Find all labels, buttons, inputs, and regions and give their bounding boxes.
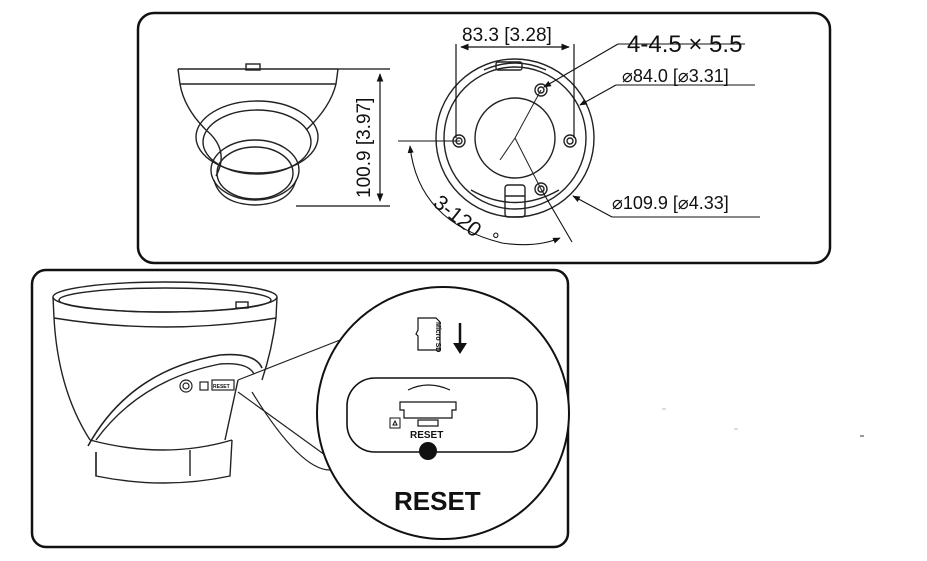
outer-diameter-label: ⌀109.9 [⌀4.33] <box>612 193 729 213</box>
width-label: 83.3 [3.28] <box>462 25 552 46</box>
lock-icon <box>389 417 401 429</box>
micro-sd-label: Micro SD <box>434 322 441 352</box>
side-port-cluster <box>179 379 235 393</box>
hole-leader <box>543 43 745 88</box>
reset-small-label: RESET <box>410 430 443 441</box>
callout-lines <box>237 339 341 471</box>
sd-card-slot <box>399 384 457 427</box>
magnified-callout-circle <box>316 286 570 540</box>
outer-diameter-leader <box>572 195 760 218</box>
dimensions-panel <box>136 11 832 265</box>
height-label: 100.9 [3.97] <box>354 98 375 198</box>
mount-diameter-leader <box>579 84 755 106</box>
micro-sd-card-icon <box>415 317 441 351</box>
side-reset-label: RESET <box>213 384 230 390</box>
hole-label: 4-4.5 × 5.5 <box>627 31 742 58</box>
slot-cover <box>346 377 538 453</box>
camera-base-view <box>435 58 595 218</box>
insert-down-arrow-icon <box>453 323 467 354</box>
camera-dome-perspective <box>52 281 278 484</box>
reset-callout-label: RESET <box>394 486 481 516</box>
camera-side-view <box>177 63 339 206</box>
width-dimension <box>455 43 575 138</box>
mount-diameter-label: ⌀84.0 [⌀3.31] <box>622 66 729 86</box>
angle-degree-mark: ° <box>492 230 500 251</box>
height-dimension <box>296 68 390 207</box>
reset-button[interactable] <box>419 442 437 460</box>
angle-dimension <box>398 140 573 246</box>
